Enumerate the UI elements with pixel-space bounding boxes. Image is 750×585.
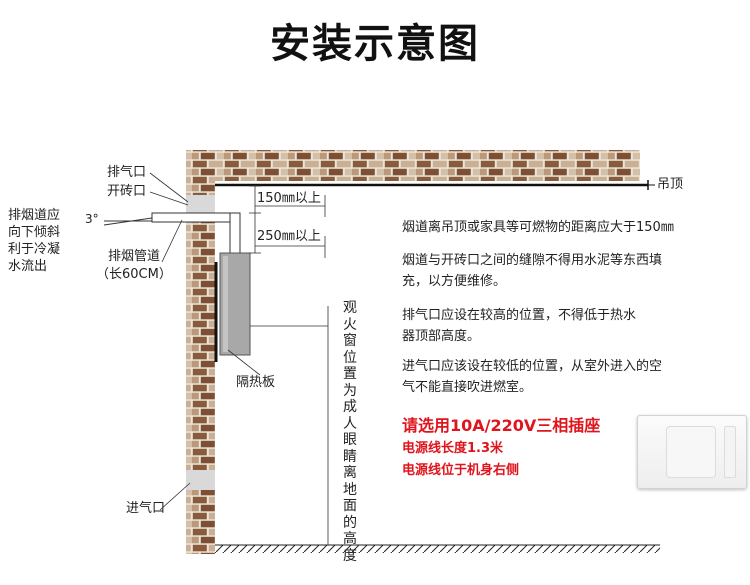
brick-ceiling <box>186 150 640 181</box>
window-height-label: 观火窗位置为成人眼睛离地面的高度 <box>343 300 357 564</box>
angle-label: 3° <box>85 212 99 226</box>
intake-label: 进气口 <box>126 501 166 516</box>
intake-opening <box>186 470 215 490</box>
insulation-label: 隔热板 <box>236 375 276 390</box>
note-gap-line-1: 烟道与开砖口之间的缝隙不得用水泥等东西填 <box>402 253 663 268</box>
pipe-elbow <box>229 212 241 256</box>
note-intake-line-1: 进气口应该设在较低的位置，从室外进入的空 <box>402 359 663 374</box>
exhaust-port-label: 排气口 <box>107 165 147 180</box>
note-intake-line-2: 气不能直接吹进燃室。 <box>402 380 533 395</box>
power-socket-panel <box>637 415 747 489</box>
floor-hatch <box>215 545 660 553</box>
cord-side-note: 电源线位于机身右侧 <box>402 463 520 478</box>
pipe-label: 排烟管道 <box>108 249 161 264</box>
slope-note-line-4: 水流出 <box>8 259 48 274</box>
note-distance: 烟道离吊顶或家具等可燃物的距离应大于150㎜ <box>402 220 674 235</box>
page-title: 安装示意图 <box>270 21 480 67</box>
socket-switch <box>724 426 736 478</box>
slope-note-line-3: 利于冷凝 <box>8 242 61 257</box>
dimension-150-label: 150㎜以上 <box>257 191 321 206</box>
slope-note-line-1: 排烟道应 <box>8 208 61 223</box>
pipe-length-label: （长60CM） <box>96 267 172 282</box>
ceiling-label: 吊顶 <box>657 177 684 192</box>
exhaust-pipe <box>151 212 241 223</box>
socket-frame <box>666 426 716 478</box>
dimension-250-label: 250㎜以上 <box>257 229 321 244</box>
note-exhaust-line-2: 器顶部高度。 <box>402 329 481 344</box>
slope-note-line-2: 向下倾斜 <box>8 225 61 240</box>
socket-requirement: 请选用10A/220V三相插座 <box>402 416 601 435</box>
exhaust-opening <box>186 195 215 215</box>
note-gap-line-2: 充，以方便维修。 <box>402 274 507 289</box>
note-exhaust-line-1: 排气口应设在较高的位置，不得低于热水 <box>402 308 637 323</box>
cord-length-note: 电源线长度1.3米 <box>402 441 504 456</box>
brick-opening-label: 开砖口 <box>107 184 147 199</box>
